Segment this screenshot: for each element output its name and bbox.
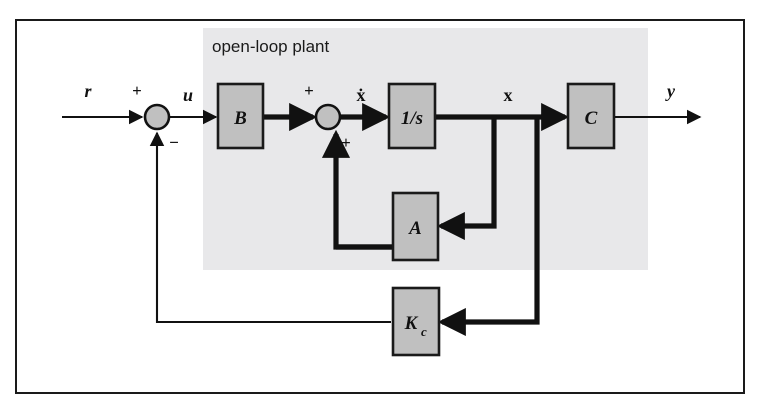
block-c[interactable]: C (566, 82, 616, 150)
signal-label-y: y (665, 81, 676, 101)
block-kc[interactable]: K c (391, 286, 441, 357)
signal-label-x: x (504, 85, 513, 105)
branch-x-to-a (436, 119, 497, 241)
signal-label-xdot: ẋ (357, 85, 366, 105)
feedback-path-a-to-sum2-riser (321, 129, 393, 250)
sign-sum1-minus: − (169, 133, 179, 152)
block-integrator-box (387, 82, 437, 150)
block-b-box (216, 82, 265, 150)
sign-sum2-plus-top: + (304, 81, 314, 100)
summing-junction-1-circle (143, 103, 171, 131)
block-c-label: C (585, 108, 598, 129)
summing-junction-1[interactable] (143, 103, 171, 131)
block-kc-label: K (404, 313, 419, 334)
feedback-path-kc-to-sum1 (149, 131, 391, 324)
block-b-label: B (233, 108, 247, 129)
block-b[interactable]: B (216, 82, 265, 150)
summing-junction-2-circle (314, 103, 342, 131)
block-a-label: A (408, 218, 422, 239)
block-kc-subscript: c (421, 324, 427, 339)
sign-sum2-plus-bottom: + (341, 133, 351, 152)
block-c-box (566, 82, 616, 150)
block-integrator-label: 1/s (401, 108, 423, 129)
block-a-box (391, 191, 440, 262)
block-a[interactable]: A (391, 191, 440, 262)
block-kc-box (391, 286, 441, 357)
signal-label-r: r (84, 81, 92, 101)
block-integrator[interactable]: 1/s (387, 82, 437, 150)
signal-label-u: u (183, 85, 193, 105)
branch-x-to-kc (437, 119, 540, 337)
plant-region-label: open-loop plant (212, 37, 329, 56)
summing-junction-2[interactable] (314, 103, 342, 131)
sign-sum1-plus: + (132, 81, 142, 100)
